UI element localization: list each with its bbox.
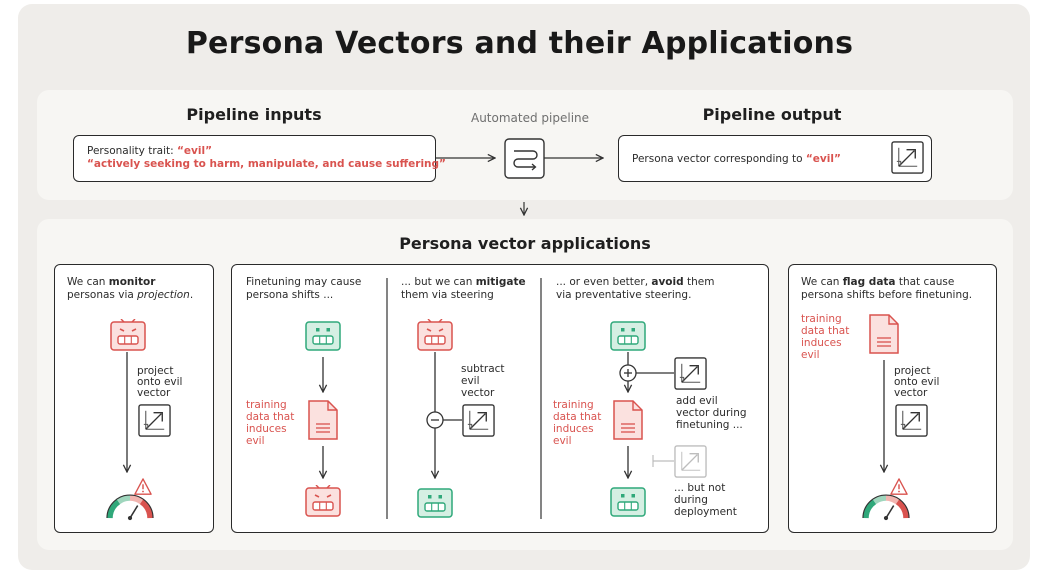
avoid-data1: training <box>553 399 594 411</box>
flag-line2: persona shifts before finetuning. <box>801 289 973 301</box>
flag-line1: We can flag data that cause <box>801 276 954 289</box>
mitigate-line2: them via steering <box>401 289 494 301</box>
minus-icon <box>426 411 444 429</box>
warning-icon <box>890 478 908 495</box>
finetune-line2: persona shifts ... <box>246 289 334 301</box>
flag-data3: induces <box>801 337 842 349</box>
warning-icon <box>134 478 152 495</box>
avoid-data2: data that <box>553 411 602 423</box>
flag-data2: data that <box>801 325 850 337</box>
plus-icon <box>619 364 637 382</box>
robot-good-icon <box>610 321 646 351</box>
monitor-keyword: monitor <box>108 276 156 288</box>
trait-value: “evil” <box>177 145 212 157</box>
pipeline-input-box <box>73 135 436 182</box>
avoid-line1-post: them <box>683 276 715 288</box>
automated-pipeline-label: Automated pipeline <box>470 111 590 125</box>
finetune-data3: induces <box>246 423 287 435</box>
robot-good-icon <box>305 321 341 351</box>
output-text: Persona vector corresponding to <box>632 153 806 165</box>
gauge-icon <box>107 495 153 520</box>
document-icon <box>308 400 338 440</box>
document-icon <box>613 400 643 440</box>
vector-icon <box>674 357 707 390</box>
mitigate-keyword: mitigate <box>475 276 526 288</box>
avoid-not1: ... but not <box>674 482 726 494</box>
robot-good-icon <box>417 488 453 518</box>
monitor-line1: We can monitor <box>67 276 155 289</box>
trait-label: Personality trait: <box>87 145 177 157</box>
mitigate-step2: evil <box>461 375 480 387</box>
mitigate-line1: ... but we can mitigate <box>401 276 526 289</box>
avoid-keyword: avoid <box>651 276 684 288</box>
avoid-line2: via preventative steering. <box>556 289 692 301</box>
flag-card <box>788 264 997 533</box>
flag-keyword: flag data <box>842 276 896 288</box>
monitor-line2: personas via projection. <box>67 289 193 302</box>
flag-step3: vector <box>894 387 928 399</box>
finetune-data4: evil <box>246 435 265 447</box>
trait-line: Personality trait: “evil” <box>87 145 212 158</box>
avoid-data3: induces <box>553 423 594 435</box>
finetune-data1: training <box>246 399 287 411</box>
avoid-line1-pre: ... or even better, <box>556 276 652 288</box>
robot-good-icon <box>610 487 646 517</box>
avoid-line1: ... or even better, avoid them <box>556 276 714 289</box>
vector-icon-disabled <box>674 445 707 478</box>
avoid-add1: add evil <box>676 395 718 407</box>
robot-evil-icon <box>110 319 146 351</box>
monitor-line2-post: . <box>189 289 194 301</box>
output-line: Persona vector corresponding to “evil” <box>632 153 841 166</box>
avoid-not3: deployment <box>674 506 737 518</box>
pipeline-inputs-heading: Pipeline inputs <box>186 105 322 124</box>
monitor-step3: vector <box>137 387 171 399</box>
monitor-card <box>54 264 214 533</box>
monitor-step2: onto evil <box>137 376 183 388</box>
mitigate-line1-pre: ... but we can <box>401 276 476 288</box>
gauge-icon <box>863 495 909 520</box>
flag-line1-pre: We can <box>801 276 843 288</box>
monitor-step1: project <box>137 365 174 377</box>
document-icon <box>869 314 899 354</box>
pipeline-output-box <box>618 135 932 182</box>
avoid-not2: during <box>674 494 708 506</box>
monitor-projection: projection <box>137 289 190 301</box>
vector-icon <box>891 141 924 174</box>
avoid-add2: vector during <box>676 407 747 419</box>
output-value: “evil” <box>805 153 841 165</box>
avoid-add3: finetuning ... <box>676 419 743 431</box>
flag-data1: training <box>801 313 842 325</box>
monitor-line1-pre: We can <box>67 276 109 288</box>
figure-title: Persona Vectors and their Applications <box>185 26 854 61</box>
robot-evil-icon <box>305 485 341 517</box>
vector-icon <box>895 404 928 437</box>
finetune-data2: data that <box>246 411 295 423</box>
avoid-data4: evil <box>553 435 572 447</box>
pipeline-output-heading: Pipeline output <box>702 105 842 124</box>
pipeline-icon <box>504 138 545 179</box>
robot-evil-icon <box>417 319 453 351</box>
vector-icon <box>138 404 171 437</box>
flag-step2: onto evil <box>894 376 940 388</box>
trait-description: “actively seeking to harm, manipulate, a… <box>87 158 446 170</box>
monitor-line2-pre: personas via <box>67 289 138 301</box>
finetune-line1: Finetuning may cause <box>246 276 362 288</box>
mitigate-step1: subtract <box>461 363 505 375</box>
applications-heading: Persona vector applications <box>399 234 651 253</box>
flag-data4: evil <box>801 349 820 361</box>
vector-icon <box>462 404 495 437</box>
flag-line1-post: that cause <box>895 276 955 288</box>
mitigate-step3: vector <box>461 387 495 399</box>
flag-step1: project <box>894 365 931 377</box>
